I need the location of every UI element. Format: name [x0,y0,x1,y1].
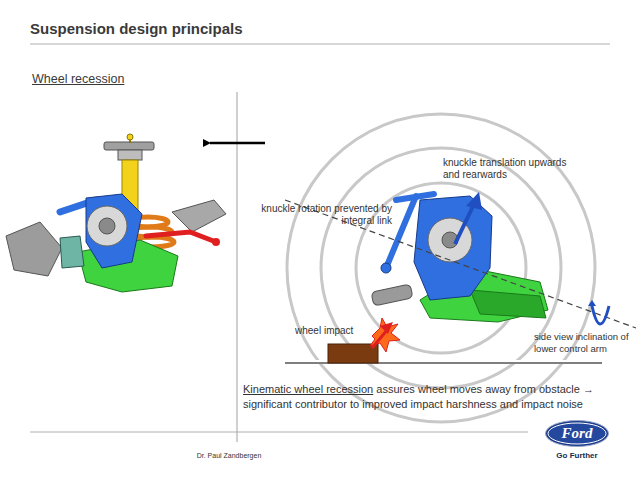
key-term: Kinematic wheel recession [243,383,373,395]
callout-text: knuckle translation upwards and rearward… [443,157,583,181]
callout-text: side view inclination of lower control a… [534,331,638,355]
title-rule [30,44,610,45]
section-heading: Wheel recession [32,72,192,86]
callout-text: knuckle rotation prevented by integral l… [240,203,392,227]
callout-text: wheel impact [295,325,385,337]
suspension-side-view [285,114,636,422]
summary-block: Kinematic wheel recessionassures wheel m… [243,381,639,411]
tagline: Go Further [537,451,617,460]
author-name: Dr. Paul Zandbergen [154,452,304,459]
logo-text: Ford [545,420,609,447]
slide-title: Suspension design principals [30,20,243,37]
separator-line [237,92,238,442]
footer-rule [30,432,528,433]
logo-oval: Ford [545,420,609,447]
suspension-front-view [6,134,265,292]
